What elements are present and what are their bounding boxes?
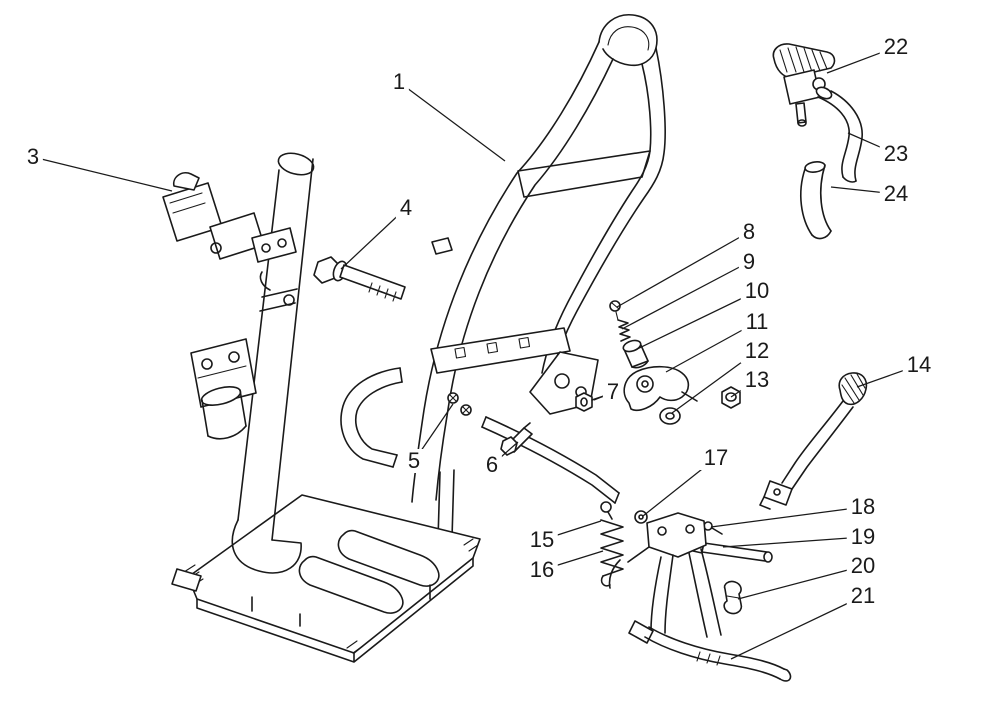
callout-label-21: 21 bbox=[846, 584, 880, 608]
leader-line-10 bbox=[632, 290, 758, 352]
callout-label-11: 11 bbox=[741, 310, 773, 334]
callout-label-16: 16 bbox=[525, 558, 559, 582]
part-hose-23 bbox=[815, 86, 863, 183]
callout-label-9: 9 bbox=[738, 250, 760, 274]
part-hose-24 bbox=[800, 161, 832, 240]
part-nut-13 bbox=[721, 386, 741, 409]
leader-line-4 bbox=[340, 207, 407, 270]
callout-label-8: 8 bbox=[738, 220, 760, 244]
part-rocker-arm-11 bbox=[623, 365, 698, 412]
leader-line-20 bbox=[737, 565, 864, 600]
callout-label-1: 1 bbox=[388, 70, 410, 94]
part-pivot-bolt bbox=[313, 256, 406, 302]
callout-label-15: 15 bbox=[525, 528, 559, 552]
callout-label-5: 5 bbox=[403, 449, 425, 473]
callout-label-10: 10 bbox=[740, 279, 774, 303]
part-washer-17 bbox=[634, 510, 648, 524]
callout-label-12: 12 bbox=[740, 339, 774, 363]
callout-label-14: 14 bbox=[902, 353, 936, 377]
callout-label-19: 19 bbox=[846, 525, 880, 549]
callout-label-13: 13 bbox=[740, 368, 774, 392]
callout-label-6: 6 bbox=[481, 453, 503, 477]
part-buffer-20 bbox=[723, 580, 743, 615]
callout-label-4: 4 bbox=[395, 196, 417, 220]
callout-label-7: 7 bbox=[602, 380, 624, 404]
leader-line-18 bbox=[710, 506, 864, 528]
part-kick-lever-14 bbox=[759, 372, 868, 510]
leader-line-9 bbox=[621, 261, 750, 330]
callout-label-22: 22 bbox=[879, 35, 913, 59]
leader-line-3 bbox=[32, 156, 173, 192]
callout-label-20: 20 bbox=[846, 554, 880, 578]
leader-line-1 bbox=[398, 81, 506, 162]
part-steering-lock bbox=[162, 172, 297, 263]
part-bolt-6 bbox=[500, 422, 533, 456]
callout-label-17: 17 bbox=[699, 446, 733, 470]
part-bushing-12 bbox=[659, 407, 681, 425]
part-screw-8 bbox=[609, 300, 621, 321]
leader-line-19 bbox=[722, 536, 864, 548]
callout-label-18: 18 bbox=[846, 495, 880, 519]
part-column-bracket bbox=[190, 338, 257, 440]
part-floor-panel bbox=[171, 494, 481, 663]
part-steering-column bbox=[231, 152, 315, 574]
part-centre-stand bbox=[608, 512, 792, 682]
leader-line-8 bbox=[616, 231, 750, 308]
callout-label-23: 23 bbox=[879, 142, 913, 166]
leader-line-21 bbox=[730, 595, 864, 660]
part-stand-spring bbox=[600, 501, 624, 587]
callout-label-24: 24 bbox=[879, 182, 913, 206]
part-spring-9 bbox=[617, 319, 631, 342]
part-frame-bolts bbox=[447, 392, 472, 416]
callout-label-3: 3 bbox=[22, 145, 44, 169]
